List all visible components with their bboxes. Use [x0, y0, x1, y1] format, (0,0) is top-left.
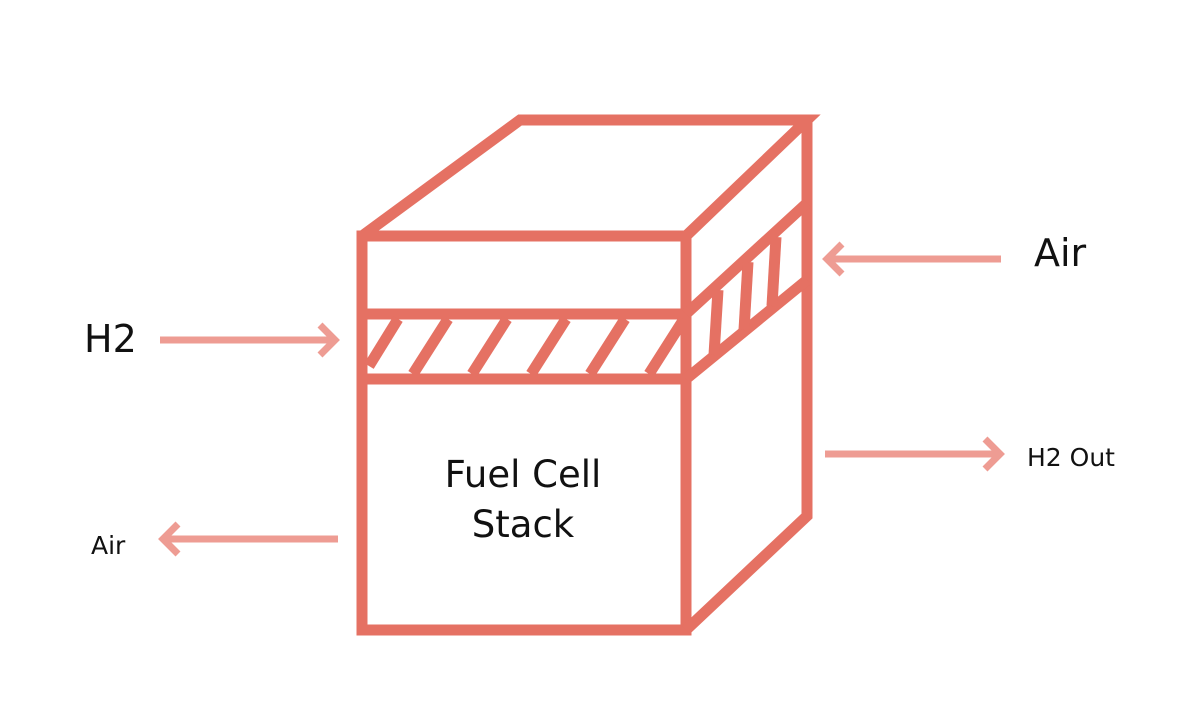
fuel-cell-stack-label: Fuel Cell Stack	[444, 453, 602, 546]
air-in-label: Air	[1034, 231, 1087, 275]
air-in-arrow	[822, 241, 1001, 277]
fuel-cell-stack-box	[356, 114, 821, 636]
hatch-line	[364, 316, 403, 369]
band-top-line-side	[682, 198, 811, 319]
hatch-line	[585, 316, 630, 377]
air-out-arrow	[158, 521, 338, 557]
hatch-line	[467, 316, 512, 377]
stack-right-edge	[682, 120, 813, 635]
hatch-line	[644, 316, 689, 377]
flow-arrows	[158, 241, 1005, 557]
hatch-line	[408, 316, 453, 377]
hatch-line	[526, 316, 571, 377]
air-out-label: Air	[91, 531, 126, 560]
stack-front-face	[356, 230, 692, 636]
h2-out-arrow	[825, 436, 1005, 472]
stack-top-face	[358, 114, 821, 241]
hatch-line	[738, 261, 754, 331]
h2-out-label: H2 Out	[1027, 443, 1115, 472]
membrane-hatching	[364, 236, 782, 377]
h2-in-label: H2	[84, 317, 137, 361]
hatch-line	[766, 236, 782, 307]
hatch-line	[708, 289, 724, 356]
h2-in-arrow	[160, 322, 340, 358]
